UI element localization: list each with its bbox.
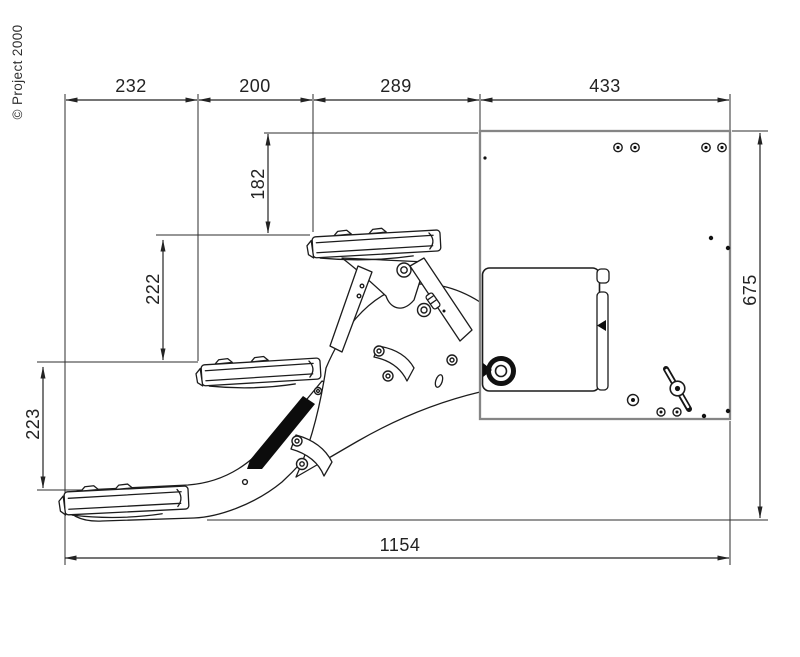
curved-slot-lower (290, 434, 333, 477)
dim-label-223: 223 (23, 408, 43, 440)
step-1 (58, 483, 190, 519)
crank-handle (663, 366, 692, 412)
hinge-strip (596, 291, 609, 391)
black-wedge (247, 396, 315, 469)
motor-pulley (486, 356, 516, 386)
hinge-tab (596, 268, 610, 284)
strut-pad (425, 292, 441, 310)
extension-lines (37, 94, 768, 565)
step-2 (195, 355, 322, 389)
dim-label-1154: 1154 (380, 535, 421, 555)
dim-label-433: 433 (589, 76, 621, 96)
dim-label-200: 200 (239, 76, 271, 96)
dim-label-222: 222 (143, 273, 163, 305)
plate-screws-bottom (626, 393, 731, 419)
copyright-text: © Project 2000 (10, 24, 25, 119)
scissor-strut-right (409, 257, 473, 342)
curved-slot-upper (373, 345, 415, 382)
mounting-plate (478, 129, 732, 421)
dim-label-232: 232 (115, 76, 147, 96)
dim-label-289: 289 (380, 76, 412, 96)
dimension-labels: 232 200 289 433 182 222 223 675 1154 (23, 76, 760, 555)
latch-arrow-icon (597, 320, 606, 331)
step-mechanism (58, 227, 481, 522)
dim-label-182: 182 (248, 168, 268, 200)
dimension-lines (40, 97, 763, 561)
dim-label-675: 675 (740, 274, 760, 306)
plate-screws-top (613, 142, 727, 153)
step-3 (306, 227, 442, 261)
